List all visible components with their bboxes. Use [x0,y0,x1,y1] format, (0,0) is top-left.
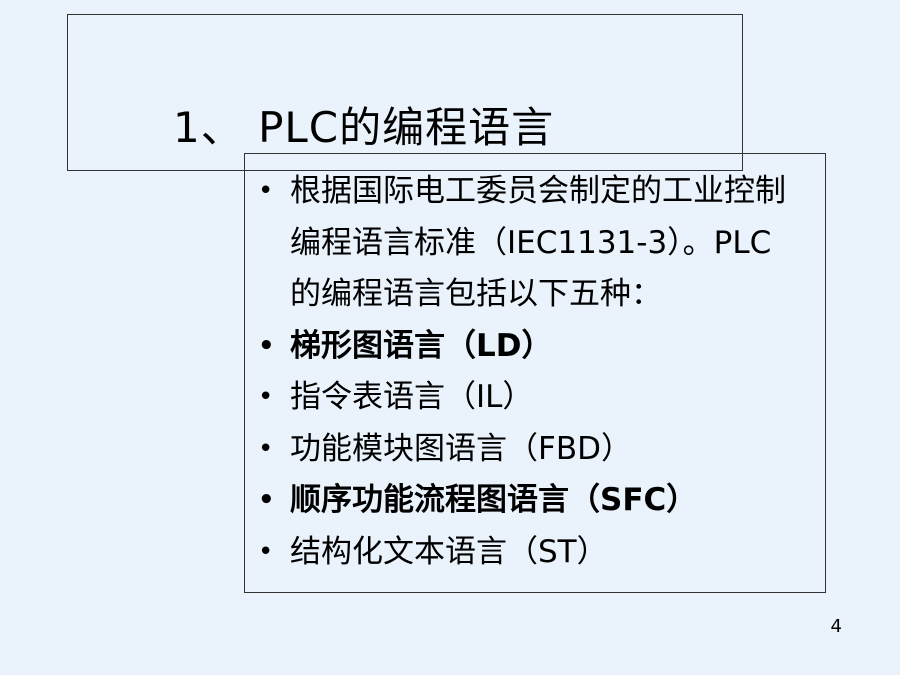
content-frame [244,153,826,593]
bullet-item-ld: • 梯形图语言（LD） [258,321,798,373]
bullet-dot-icon: • [258,176,274,206]
bullet-text: 顺序功能流程图语言（SFC） [290,482,698,518]
slide-title: 1、 PLC的编程语言 [173,103,555,152]
page-number: 4 [830,616,842,637]
bullet-item-st: • 结构化文本语言（ST） [258,527,798,579]
bullet-text: 功能模块图语言（FBD） [290,430,632,467]
bullet-text: 根据国际电工委员会制定的工业控制编程语言标准（IEC1131-3）。PLC的编程… [290,173,786,312]
bullet-dot-icon: • [258,485,275,515]
bullet-item-il: • 指令表语言（IL） [258,372,798,424]
bullet-text: 指令表语言（IL） [290,379,534,415]
bullet-dot-icon: • [258,330,275,361]
bullet-text: 结构化文本语言（ST） [290,533,608,570]
title-frame [67,14,743,171]
bullet-dot-icon: • [258,536,274,567]
bullet-item-sfc: • 顺序功能流程图语言（SFC） [258,475,798,527]
bullet-dot-icon: • [258,382,274,412]
bullet-list: • 根据国际电工委员会制定的工业控制编程语言标准（IEC1131-3）。PLC的… [258,166,798,578]
bullet-dot-icon: • [258,433,274,464]
bullet-item-intro: • 根据国际电工委员会制定的工业控制编程语言标准（IEC1131-3）。PLC的… [258,166,798,321]
bullet-text: 梯形图语言（LD） [290,327,553,364]
bullet-item-fbd: • 功能模块图语言（FBD） [258,424,798,476]
